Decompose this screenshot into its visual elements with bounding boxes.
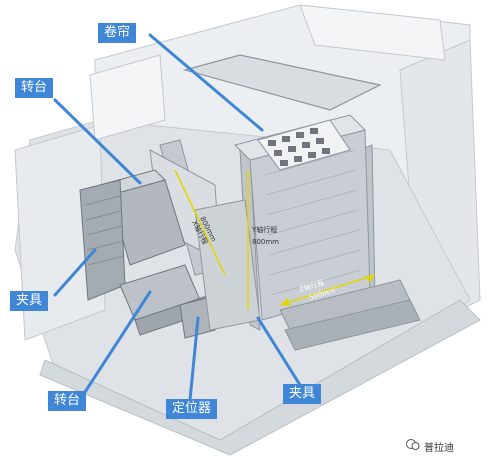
z-axis-line [279, 274, 376, 306]
callout-turntable-top: 转台 [15, 78, 54, 98]
callout-locator: 定位器 [166, 399, 218, 419]
y-axis-label: Y轴行程 [251, 225, 277, 234]
callout-fixture-right: 夹具 [283, 384, 322, 404]
leader-curtain [148, 33, 264, 132]
curtain-slats [264, 149, 362, 296]
leader-lines [53, 33, 302, 402]
y-axis-value: 800mm [252, 238, 279, 246]
right-fixture-base [284, 299, 421, 351]
left-fixture-body [79, 179, 126, 301]
leader-turntable-bottom [83, 290, 152, 394]
watermark-text: 普拉迪 [424, 443, 454, 454]
enclosure-top-right-frame [299, 4, 446, 61]
x-axis-line [174, 169, 226, 276]
callout-curtain: 卷帘 [98, 23, 137, 43]
enclosure-top-left-frame [89, 54, 166, 141]
left-fixture-ribs [85, 195, 125, 266]
leader-fixture-left [53, 248, 97, 297]
z-axis-arrow-right [366, 275, 375, 283]
callout-turntable-bottom: 转台 [48, 391, 87, 411]
callout-fixture-left: 夹具 [10, 291, 49, 311]
enclosure-left-wall [14, 124, 106, 341]
gantry-frame [182, 54, 382, 111]
leader-turntable-top [53, 98, 142, 185]
tool-magazine-cells [268, 128, 330, 166]
leader-fixture-right [256, 316, 302, 387]
watermark-icon [406, 439, 420, 450]
z-axis-arrow-left [280, 298, 290, 306]
leader-locator [188, 316, 200, 402]
enclosure-front-base [39, 299, 481, 456]
